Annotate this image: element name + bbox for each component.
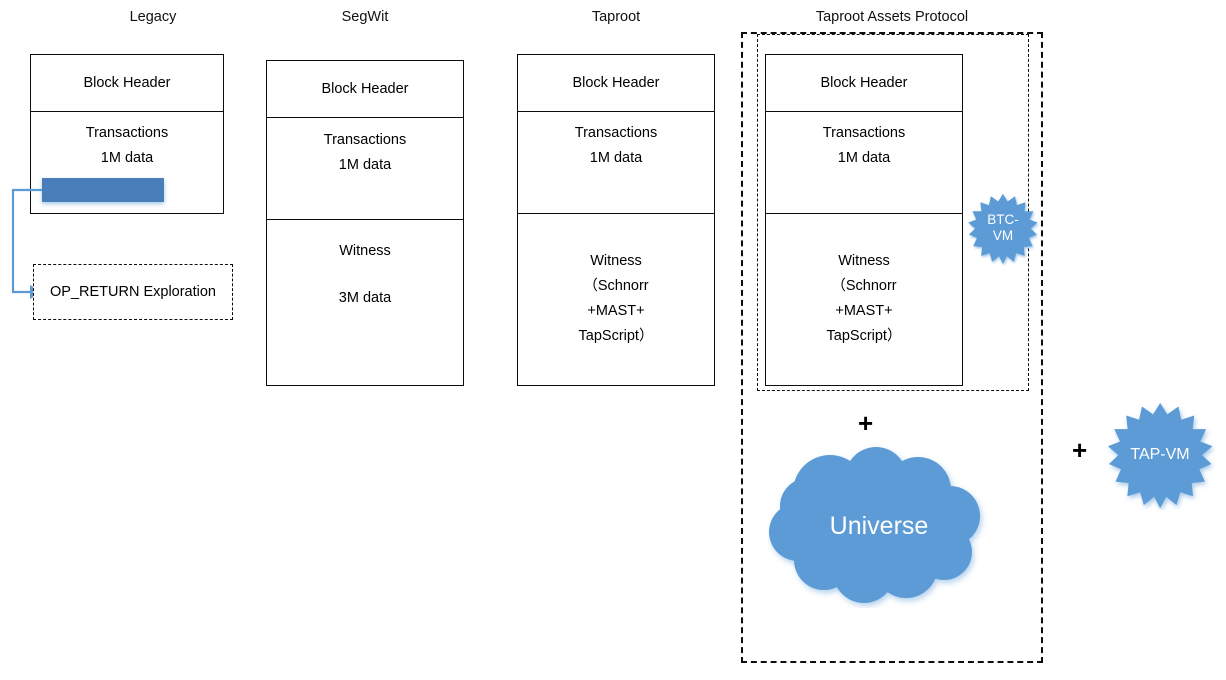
- tap-divider-1: [766, 111, 962, 112]
- legacy-transactions-cell: Transactions 1M data: [31, 111, 223, 213]
- taproot-block-header-label: Block Header: [572, 74, 660, 91]
- tap-witness-line-4: TapScript）: [826, 328, 902, 344]
- legacy-divider-1: [31, 111, 223, 112]
- segwit-transactions-size: 1M data: [338, 157, 392, 173]
- cloud-icon: [769, 447, 980, 603]
- tap-divider-2: [766, 213, 962, 214]
- starburst-icon: [968, 193, 1038, 264]
- taproot-witness-line-3: +MAST+: [587, 303, 645, 319]
- tap-transactions-label: Transactions: [822, 125, 906, 141]
- column-title-taproot: Taproot: [591, 9, 641, 25]
- legacy-transactions-size: 1M data: [100, 150, 154, 166]
- segwit-witness-size: 3M data: [338, 290, 392, 306]
- taproot-transactions-cell: Transactions 1M data: [518, 111, 714, 213]
- segwit-block: Block Header Transactions 1M data Witnes…: [266, 60, 464, 386]
- column-title-taproot-assets-protocol: Taproot Assets Protocol: [815, 9, 969, 25]
- segwit-witness-label: Witness: [339, 243, 391, 259]
- taproot-divider-2: [518, 213, 714, 214]
- tap-witness-cell: Witness （Schnorr +MAST+ TapScript）: [766, 213, 962, 387]
- column-title-segwit: SegWit: [341, 9, 389, 25]
- tap-inner-plus-sign: +: [858, 408, 874, 438]
- segwit-divider-1: [267, 117, 463, 118]
- taproot-witness-line-2: （Schnorr: [583, 278, 649, 294]
- taproot-witness-line-4: TapScript）: [578, 328, 654, 344]
- taproot-block-header-cell: Block Header: [518, 55, 714, 111]
- segwit-witness-cell: Witness 3M data: [267, 219, 463, 387]
- segwit-divider-2: [267, 219, 463, 220]
- legacy-block-header-cell: Block Header: [31, 55, 223, 111]
- tap-block: Block Header Transactions 1M data Witnes…: [765, 54, 963, 386]
- universe-cloud: Universe: [768, 444, 990, 608]
- legacy-op-return-label: OP_RETURN Exploration: [50, 284, 216, 300]
- taproot-witness-cell: Witness （Schnorr +MAST+ TapScript）: [518, 213, 714, 387]
- tap-block-header-cell: Block Header: [766, 55, 962, 111]
- taproot-transactions-size: 1M data: [589, 150, 643, 166]
- tap-witness-line-3: +MAST+: [835, 303, 893, 319]
- tap-vm-badge: TAP-VM: [1104, 398, 1216, 510]
- taproot-witness-label: Witness: [590, 253, 642, 269]
- tap-transactions-cell: Transactions 1M data: [766, 111, 962, 213]
- tap-witness-line-2: （Schnorr: [831, 278, 897, 294]
- tap-outer-dashed-container: [741, 32, 1043, 663]
- segwit-transactions-cell: Transactions 1M data: [267, 117, 463, 219]
- segwit-block-header-cell: Block Header: [267, 61, 463, 117]
- taproot-block: Block Header Transactions 1M data Witnes…: [517, 54, 715, 386]
- starburst-icon: [1107, 402, 1213, 509]
- column-title-legacy: Legacy: [129, 9, 177, 25]
- segwit-transactions-label: Transactions: [323, 132, 407, 148]
- tap-transactions-size: 1M data: [837, 150, 891, 166]
- tap-block-header-label: Block Header: [820, 74, 908, 91]
- segwit-block-header-label: Block Header: [321, 80, 409, 97]
- taproot-divider-1: [518, 111, 714, 112]
- taproot-transactions-label: Transactions: [574, 125, 658, 141]
- btc-vm-badge: BTC- VM: [965, 190, 1041, 266]
- legacy-block-header-label: Block Header: [83, 74, 171, 91]
- tap-witness-label: Witness: [838, 253, 890, 269]
- outer-plus-sign: +: [1072, 435, 1088, 465]
- legacy-op-return-data-bar: [42, 178, 164, 202]
- legacy-op-return-box: OP_RETURN Exploration: [33, 264, 233, 320]
- legacy-transactions-label: Transactions: [85, 125, 169, 141]
